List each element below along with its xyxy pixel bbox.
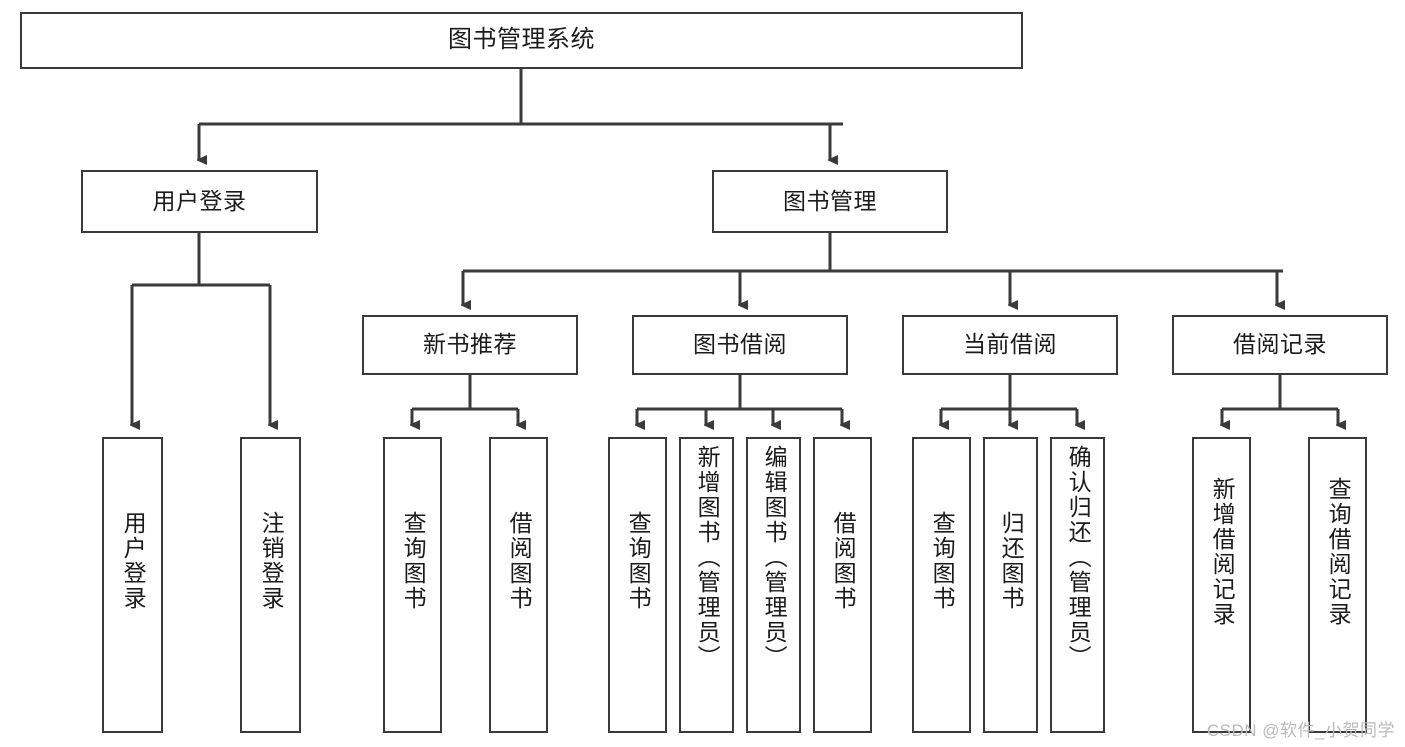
- node-current-borrow-label: 当前借阅: [963, 331, 1057, 358]
- node-new-book-recommend-label: 新书推荐: [423, 331, 517, 358]
- node-book-manage-label: 图书管理: [783, 187, 877, 214]
- leaf-borrow-book-a[interactable]: 借阅图书: [489, 437, 548, 733]
- leaf-query-record[interactable]: 查询借阅记录: [1308, 437, 1367, 733]
- leaf-confirm-return-label: 确认归还（管理员）: [1065, 445, 1092, 670]
- node-current-borrow[interactable]: 当前借阅: [902, 315, 1118, 375]
- leaf-user-login-label: 用户登录: [120, 511, 147, 611]
- node-user-login[interactable]: 用户登录: [81, 170, 318, 233]
- node-book-borrow-label: 图书借阅: [693, 331, 787, 358]
- leaf-edit-book[interactable]: 编辑图书（管理员）: [746, 437, 801, 733]
- leaf-logout-label: 注销登录: [258, 511, 285, 611]
- node-new-book-recommend[interactable]: 新书推荐: [362, 315, 578, 375]
- node-book-borrow[interactable]: 图书借阅: [632, 315, 848, 375]
- leaf-edit-book-label: 编辑图书（管理员）: [761, 445, 788, 670]
- leaf-user-login[interactable]: 用户登录: [102, 437, 163, 733]
- leaf-add-book-label: 新增图书（管理员）: [694, 445, 721, 670]
- leaf-query-book-a-label: 查询图书: [400, 511, 427, 611]
- leaf-borrow-book-b[interactable]: 借阅图书: [813, 437, 872, 733]
- leaf-query-book-b-label: 查询图书: [625, 511, 652, 611]
- leaf-borrow-book-b-label: 借阅图书: [830, 511, 857, 611]
- node-borrow-record[interactable]: 借阅记录: [1172, 315, 1388, 375]
- leaf-confirm-return[interactable]: 确认归还（管理员）: [1050, 437, 1105, 733]
- leaf-query-book-b[interactable]: 查询图书: [608, 437, 667, 733]
- leaf-query-book-c[interactable]: 查询图书: [912, 437, 971, 733]
- leaf-query-book-c-label: 查询图书: [929, 511, 956, 611]
- node-user-login-label: 用户登录: [152, 187, 247, 214]
- leaf-query-record-label: 查询借阅记录: [1325, 477, 1352, 627]
- csdn-watermark: CSDN @软件_小贺同学: [1206, 721, 1395, 740]
- leaf-add-book[interactable]: 新增图书（管理员）: [679, 437, 734, 733]
- node-borrow-record-label: 借阅记录: [1233, 331, 1327, 358]
- leaf-return-book-label: 归还图书: [998, 511, 1025, 611]
- node-root-label: 图书管理系统: [448, 26, 595, 54]
- node-root[interactable]: 图书管理系统: [20, 12, 1023, 69]
- leaf-query-book-a[interactable]: 查询图书: [383, 437, 442, 733]
- leaf-borrow-book-a-label: 借阅图书: [506, 511, 533, 611]
- leaf-return-book[interactable]: 归还图书: [983, 437, 1038, 733]
- node-book-manage[interactable]: 图书管理: [712, 170, 948, 233]
- leaf-add-record[interactable]: 新增借阅记录: [1192, 437, 1251, 733]
- leaf-add-record-label: 新增借阅记录: [1209, 477, 1236, 627]
- leaf-logout[interactable]: 注销登录: [240, 437, 301, 733]
